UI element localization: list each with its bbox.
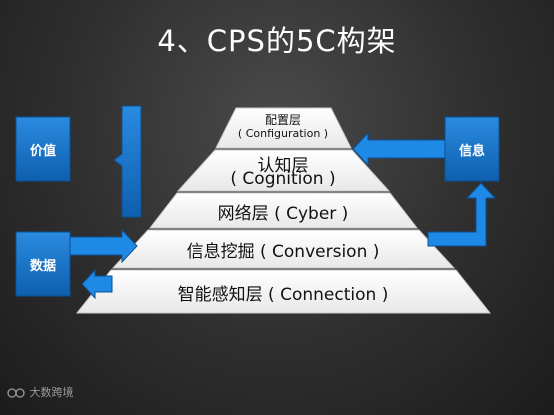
layer-cognition-name: 认知层 [257,156,309,176]
data-label: 数据 [29,259,56,274]
conversion-to-info-arrow [427,182,497,247]
value-label: 价值 [29,144,56,159]
layer-connection [75,269,492,314]
logo-icon [7,388,25,398]
slide-title: 4、CPS的5C构架 [157,24,397,58]
layer-cyber [148,192,419,229]
layer-configuration-sub: ( Configuration ) [237,127,329,140]
data-box [15,231,71,297]
watermark-logo: 大数跨境 [6,384,74,400]
value-box [15,116,71,182]
layer-cyber-name: 网络层 ( Cyber ) [217,204,349,224]
layer-cognition-sub: ( Cognition ) [230,169,336,189]
data-to-conversion-arrow [69,228,138,264]
layer-cognition [176,149,391,192]
info-label: 信息 [458,144,485,159]
watermark-text: 大数跨境 [29,386,74,399]
info-box [444,116,500,182]
info-to-cognition-arrow [352,131,446,167]
layer-connection-name: 智能感知层 ( Connection ) [177,285,389,305]
connection-to-data-arrow [81,268,113,300]
value-bracket [113,105,142,218]
layer-conversion-name: 信息挖掘 ( Conversion ) [186,242,380,262]
layer-configuration [215,107,352,149]
layer-configuration-name: 配置层 [264,113,301,127]
